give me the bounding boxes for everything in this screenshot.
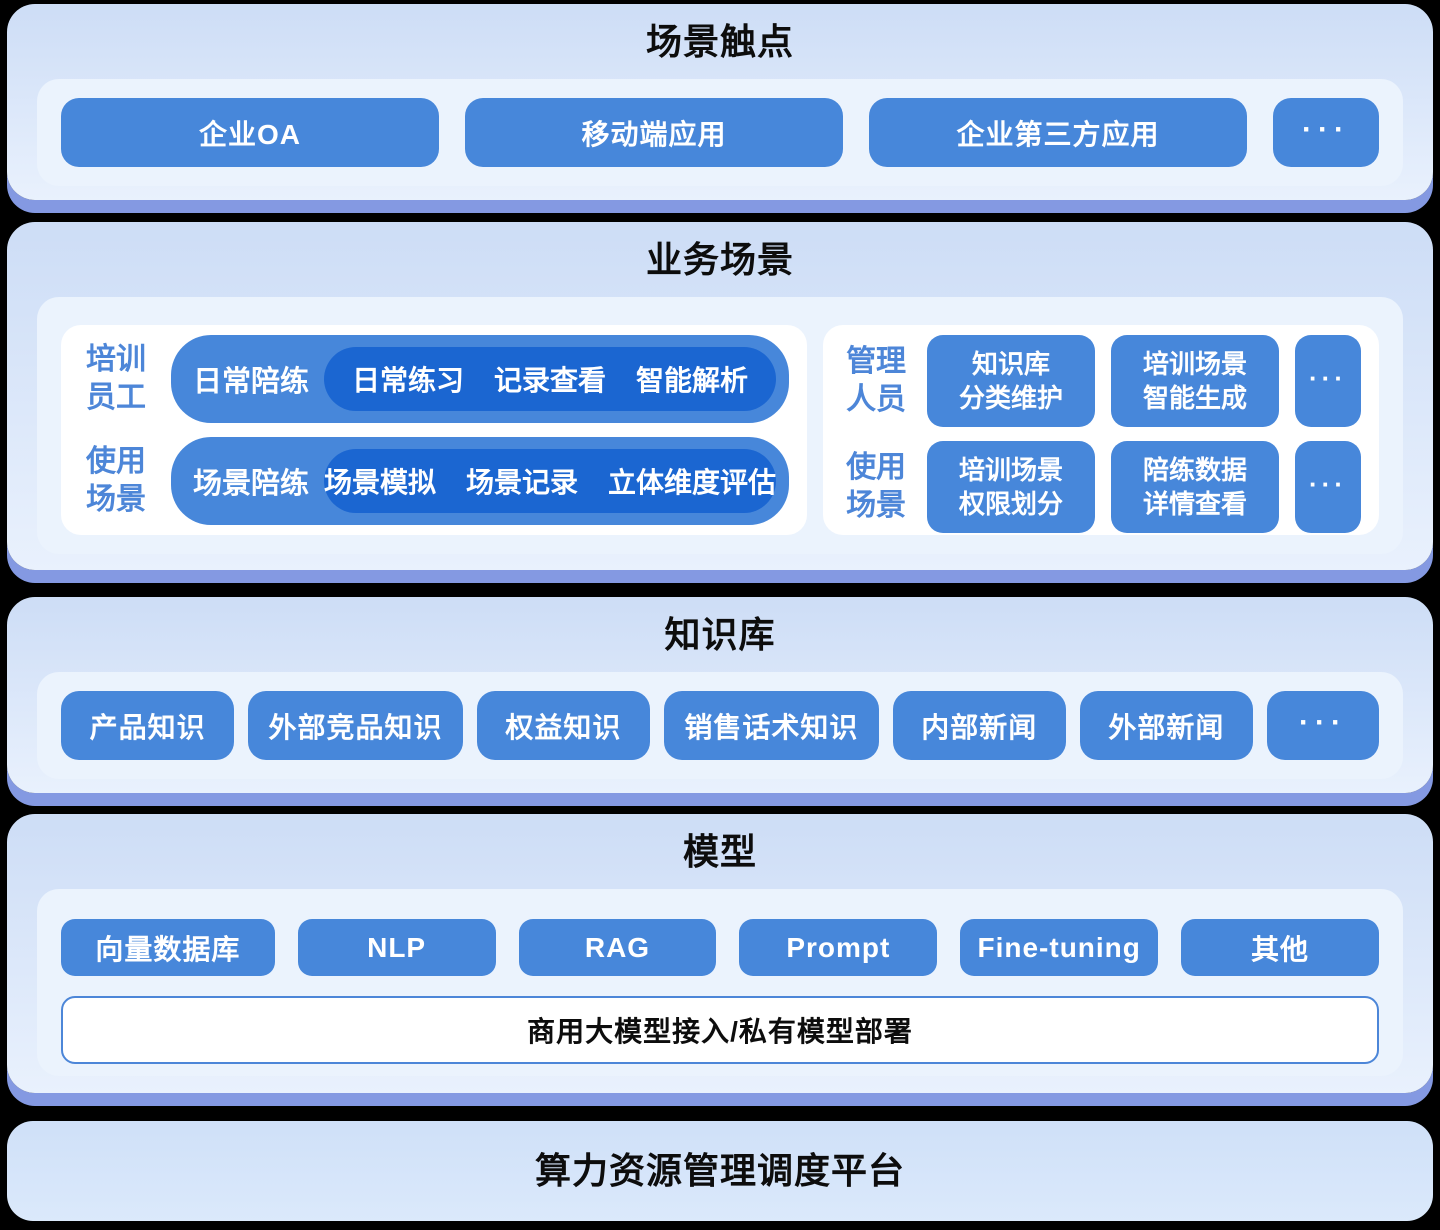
node-competitor-knowledge: 外部竞品知识 <box>248 691 463 760</box>
node-mobile-app: 移动端应用 <box>465 98 843 167</box>
band-business-scenarios: 业务场景 培训 员工 日常陪练 日常练习 记录查看 智能解析 <box>7 222 1433 570</box>
chip-line: 培训场景 <box>959 455 1064 485</box>
node-more-ellipsis: ··· <box>1266 691 1379 760</box>
node-other: 其他 <box>1181 919 1379 976</box>
band-scene-touchpoints: 场景触点 企业OA 移动端应用 企业第三方应用 ··· <box>7 4 1433 200</box>
chip-line: 知识库 <box>972 349 1051 379</box>
scene-sparring-items: 场景模拟 场景记录 立体维度评估 <box>324 449 777 513</box>
row-label-admin: 管理 人员 <box>841 343 911 419</box>
daily-sparring-pill: 日常陪练 日常练习 记录查看 智能解析 <box>171 335 790 423</box>
pill-item: 场景记录 <box>466 467 579 498</box>
touchpoints-panel: 企业OA 移动端应用 企业第三方应用 ··· <box>37 79 1403 186</box>
node-prompt: Prompt <box>739 919 938 976</box>
knowledge-panel: 产品知识 外部竞品知识 权益知识 销售话术知识 内部新闻 外部新闻 ··· <box>37 672 1403 779</box>
chip-line: 智能生成 <box>1143 383 1248 413</box>
band-title-model: 模型 <box>682 831 757 872</box>
node-more-ellipsis: ··· <box>1273 98 1379 167</box>
band-title-touchpoints: 场景触点 <box>645 21 794 62</box>
scene-sparring-pill: 场景陪练 场景模拟 场景记录 立体维度评估 <box>171 437 790 525</box>
node-external-news: 外部新闻 <box>1079 691 1253 760</box>
node-third-party-app: 企业第三方应用 <box>869 98 1247 167</box>
pill-item: 日常练习 <box>352 365 465 396</box>
band-knowledge-base: 知识库 产品知识 外部竞品知识 权益知识 销售话术知识 内部新闻 外部新闻 ··… <box>7 597 1433 793</box>
node-benefits-knowledge: 权益知识 <box>476 691 650 760</box>
band-title-platform: 算力资源管理调度平台 <box>534 1150 905 1191</box>
row-label-training-staff: 培训 员工 <box>79 341 153 417</box>
row-label-line: 管理 <box>846 345 907 378</box>
row-label-line: 场景 <box>846 489 907 522</box>
pill-item: 立体维度评估 <box>608 467 777 498</box>
node-sales-script-knowledge: 销售话术知识 <box>663 691 879 760</box>
usage-scene-row: 使用 场景 场景陪练 场景模拟 场景记录 立体维度评估 <box>79 437 790 525</box>
node-sparring-data-detail: 陪练数据 详情查看 <box>1111 441 1279 533</box>
pill-item: 场景模拟 <box>324 467 437 498</box>
pill-item: 智能解析 <box>636 365 749 396</box>
node-kb-category-maintenance: 知识库 分类维护 <box>927 335 1096 427</box>
model-chip-row: 向量数据库 NLP RAG Prompt Fine-tuning 其他 <box>61 919 1379 976</box>
row-label-usage-scene: 使用 场景 <box>79 443 153 519</box>
band-compute-platform: 算力资源管理调度平台 <box>7 1121 1433 1221</box>
business-panel: 培训 员工 日常陪练 日常练习 记录查看 智能解析 使用 <box>37 297 1403 554</box>
training-staff-card: 培训 员工 日常陪练 日常练习 记录查看 智能解析 使用 <box>61 325 808 535</box>
band-model: 模型 向量数据库 NLP RAG Prompt Fine-tuning 其他 商… <box>7 814 1433 1093</box>
node-scene-auto-generation: 培训场景 智能生成 <box>1111 335 1279 427</box>
chip-line: 培训场景 <box>1143 349 1248 379</box>
admin-row: 管理 人员 知识库 分类维护 培训场景 智能生成 ··· <box>841 335 1361 427</box>
node-nlp: NLP <box>297 919 496 976</box>
row-label-usage-scene: 使用 场景 <box>841 449 911 525</box>
node-fine-tuning: Fine-tuning <box>960 919 1159 976</box>
node-more-ellipsis: ··· <box>1295 441 1361 533</box>
model-panel: 向量数据库 NLP RAG Prompt Fine-tuning 其他 商用大模… <box>37 889 1403 1076</box>
pill-label: 日常陪练 <box>193 366 310 398</box>
row-label-line: 员工 <box>86 381 146 414</box>
node-product-knowledge: 产品知识 <box>61 691 235 760</box>
admin-usage-row: 使用 场景 培训场景 权限划分 陪练数据 详情查看 ··· <box>841 441 1361 533</box>
admin-card: 管理 人员 知识库 分类维护 培训场景 智能生成 ··· 使用 <box>823 325 1379 535</box>
row-label-line: 场景 <box>86 483 146 516</box>
chip-line: 权限划分 <box>959 489 1064 519</box>
node-vector-database: 向量数据库 <box>61 919 275 976</box>
pill-item: 记录查看 <box>494 365 607 396</box>
band-title-business: 业务场景 <box>645 239 794 280</box>
chip-line: 详情查看 <box>1143 489 1248 519</box>
row-label-line: 使用 <box>86 445 146 478</box>
node-scene-permission: 培训场景 权限划分 <box>927 441 1096 533</box>
pill-label: 场景陪练 <box>193 468 310 500</box>
node-internal-news: 内部新闻 <box>892 691 1066 760</box>
row-label-line: 使用 <box>846 451 907 484</box>
band-title-knowledge: 知识库 <box>664 614 776 655</box>
chip-line: 陪练数据 <box>1143 455 1248 485</box>
row-label-line: 培训 <box>86 343 146 376</box>
node-more-ellipsis: ··· <box>1295 335 1361 427</box>
node-rag: RAG <box>518 919 717 976</box>
daily-sparring-items: 日常练习 记录查看 智能解析 <box>324 347 777 411</box>
training-staff-row: 培训 员工 日常陪练 日常练习 记录查看 智能解析 <box>79 335 790 423</box>
llm-access-bar: 商用大模型接入/私有模型部署 <box>61 996 1379 1064</box>
chip-line: 分类维护 <box>959 383 1064 413</box>
row-label-line: 人员 <box>846 383 907 416</box>
node-enterprise-oa: 企业OA <box>61 98 439 167</box>
